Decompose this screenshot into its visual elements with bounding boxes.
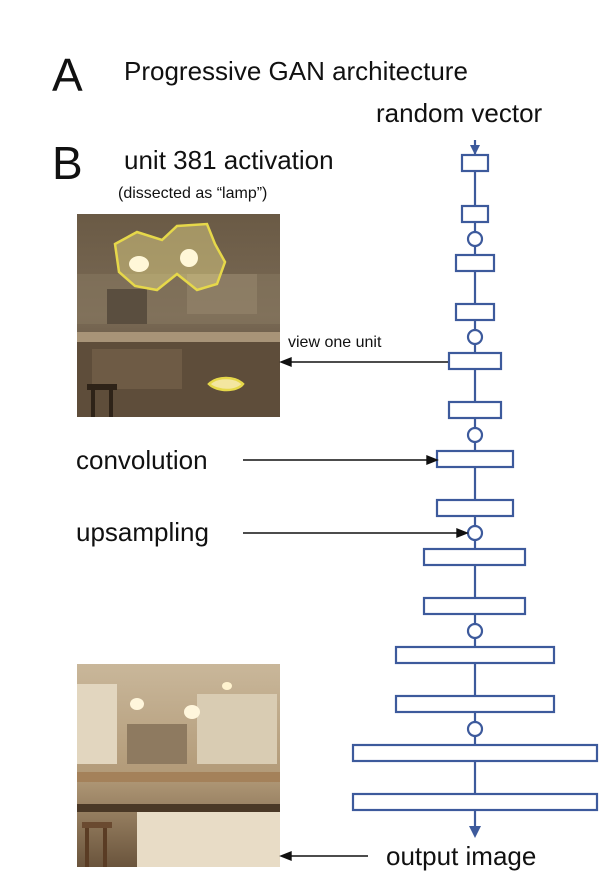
conv-layer-13 (351, 743, 599, 763)
panel-a-title: Progressive GAN architecture (124, 56, 468, 86)
conv-layer-11 (394, 645, 556, 665)
conv-layer-4 (454, 302, 496, 322)
activation-image (77, 214, 280, 417)
input-arrowhead (470, 145, 480, 155)
upsample-node-2 (466, 328, 484, 346)
conv-layer-8 (435, 498, 515, 518)
upsample-node-4 (466, 524, 484, 542)
view-unit-label: view one unit (288, 334, 382, 351)
panel-a-letter: A (52, 49, 83, 101)
conv-layer-6 (447, 400, 503, 420)
panel-b-title: unit 381 activation (124, 145, 334, 175)
conv-layer-10 (422, 596, 527, 616)
upsample-node-5 (466, 622, 484, 640)
conv-layer-7 (435, 449, 515, 469)
upsample-node-6 (466, 720, 484, 738)
panel-b-subtitle: (dissected as “lamp”) (118, 185, 268, 202)
convolution-label: convolution (76, 445, 208, 475)
conv-layer-14 (351, 792, 599, 812)
upsampling-label: upsampling (76, 517, 209, 547)
output-arrowhead (469, 826, 481, 838)
conv-layer-2 (460, 204, 490, 224)
input-label: random vector (376, 98, 543, 128)
panel-b-letter: B (52, 137, 83, 189)
conv-layer-12 (394, 694, 556, 714)
output-image (77, 664, 280, 867)
output-label: output image (386, 841, 537, 871)
upsample-node-1 (466, 230, 484, 248)
conv-layer-1 (460, 153, 490, 173)
conv-layer-9 (422, 547, 527, 567)
upsample-node-3 (466, 426, 484, 444)
conv-layer-3 (454, 253, 496, 273)
conv-layer-5 (447, 351, 503, 371)
